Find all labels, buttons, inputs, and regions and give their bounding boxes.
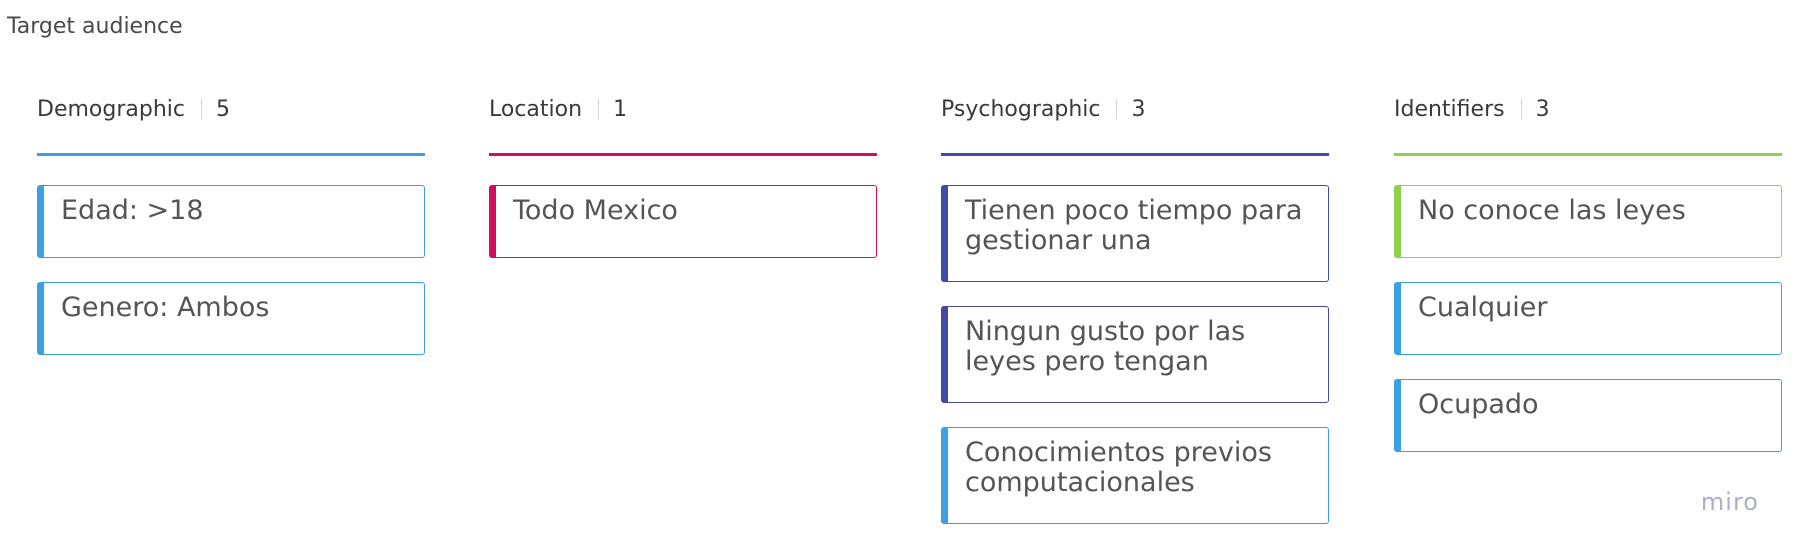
column-label: Identifiers — [1394, 96, 1505, 122]
column-underline — [1394, 153, 1782, 156]
column-label: Demographic — [37, 96, 185, 122]
card[interactable]: Tienen poco tiempo para gestionar una — [941, 185, 1329, 282]
column-count: 5 — [215, 96, 230, 122]
column-header[interactable]: Demographic 5 — [37, 94, 425, 124]
card-text: Tienen poco tiempo para gestionar una — [965, 195, 1303, 256]
card-text: Todo Mexico — [513, 195, 678, 226]
card[interactable]: Ocupado — [1394, 379, 1782, 452]
column-count: 3 — [1131, 96, 1146, 122]
column-location: Location 1 Todo Mexico — [489, 94, 877, 258]
board-title: Target audience — [7, 14, 183, 39]
card[interactable]: Conocimientos previos computacionales — [941, 427, 1329, 524]
column-identifiers: Identifiers 3 No conoce las leyes Cualqu… — [1394, 94, 1782, 452]
column-demographic: Demographic 5 Edad: >18 Genero: Ambos — [37, 94, 425, 355]
column-header[interactable]: Identifiers 3 — [1394, 94, 1782, 124]
card[interactable]: Genero: Ambos — [37, 282, 425, 355]
column-header[interactable]: Location 1 — [489, 94, 877, 124]
column-label: Psychographic — [941, 96, 1101, 122]
card-text: Edad: >18 — [61, 195, 204, 226]
column-count: 3 — [1535, 96, 1550, 122]
card[interactable]: Ningun gusto por las leyes pero tengan — [941, 306, 1329, 403]
card-text: No conoce las leyes — [1418, 195, 1686, 226]
card-text: Conocimientos previos computacionales — [965, 437, 1272, 498]
column-count: 1 — [613, 96, 628, 122]
card-text: Ningun gusto por las leyes pero tengan — [965, 316, 1246, 377]
column-header[interactable]: Psychographic 3 — [941, 94, 1329, 124]
column-label: Location — [489, 96, 583, 122]
card[interactable]: Cualquier — [1394, 282, 1782, 355]
card-text: Genero: Ambos — [61, 292, 270, 323]
card[interactable]: No conoce las leyes — [1394, 185, 1782, 258]
card[interactable]: Edad: >18 — [37, 185, 425, 258]
card-text: Cualquier — [1418, 292, 1548, 323]
header-divider — [1520, 99, 1522, 119]
column-underline — [489, 153, 877, 156]
header-divider — [200, 99, 202, 119]
card-text: Ocupado — [1418, 389, 1539, 420]
card[interactable]: Todo Mexico — [489, 185, 877, 258]
column-underline — [37, 153, 425, 156]
header-divider — [598, 99, 600, 119]
miro-watermark: miro — [1700, 488, 1759, 516]
column-psychographic: Psychographic 3 Tienen poco tiempo para … — [941, 94, 1329, 524]
header-divider — [1116, 99, 1118, 119]
column-underline — [941, 153, 1329, 156]
